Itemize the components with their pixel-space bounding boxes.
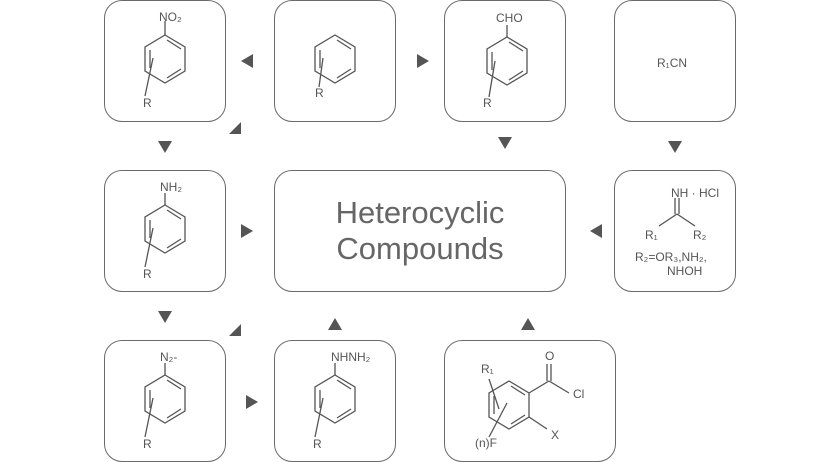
center-title: Heterocyclic Compounds: [275, 195, 565, 266]
diazonium-box: N₂- R: [104, 340, 226, 462]
imidate-note-1: R₂=OR₃,NH₂,: [635, 250, 707, 264]
center-title-line1: Heterocyclic: [335, 195, 505, 230]
arrow-imidate-to-center: [590, 224, 602, 238]
aniline-box: NH₂ R: [104, 170, 226, 292]
r-label: R: [143, 96, 152, 110]
amine-label: NH₂: [160, 180, 182, 194]
r1-label: R₁: [481, 362, 494, 376]
arrow-benzene-to-aldehyde: [417, 54, 429, 68]
r-label: R: [143, 267, 152, 281]
arrow-benzene-to-nitro: [241, 54, 253, 68]
fluoro-label: (n)F: [475, 436, 497, 450]
aldehyde-label: CHO: [496, 11, 523, 25]
imidate-note-2: NHOH: [667, 264, 703, 278]
benzene-ring-icon: [144, 21, 186, 97]
nitro-label: NO₂: [159, 10, 182, 24]
benzene-ring-icon: [144, 363, 186, 438]
benzene-box: R: [274, 0, 396, 122]
r-label: R: [483, 96, 492, 110]
imidate-structure-icon: [658, 198, 696, 227]
arrow-acyl-to-center: [521, 318, 535, 330]
imidate-top-label: NH · HCl: [671, 186, 719, 200]
arrow-benzene-to-aniline-diag: [229, 122, 241, 134]
acyl-chloride-box: R₁ O Cl X (n)F: [444, 340, 616, 462]
chloride-label: Cl: [573, 387, 585, 401]
imidate-box: NH · HCl R₁ R₂ R₂=OR₃,NH₂, NHOH: [614, 170, 736, 292]
arrow-aldehyde-to-center: [498, 137, 512, 149]
arrow-hydrazine-to-aniline-diag: [229, 324, 241, 336]
heterocyclic-center-box: Heterocyclic Compounds: [274, 170, 566, 292]
x-label: X: [551, 428, 560, 442]
center-title-line2: Compounds: [336, 230, 504, 266]
carbonyl-o-label: O: [545, 349, 555, 363]
arrow-aniline-to-diazonium: [158, 311, 172, 323]
benzaldehyde-box: CHO R: [444, 0, 566, 122]
arrow-hydrazine-to-center: [328, 318, 342, 330]
arrow-nitro-to-aniline: [158, 141, 172, 153]
nitrile-formula: R₁CN: [657, 56, 688, 70]
nitrile-box: R₁CN: [614, 0, 736, 122]
benzene-ring-icon: [314, 34, 356, 88]
arrow-diazonium-to-hydrazine: [246, 395, 258, 409]
hydrazine-box: NHNH₂ R: [274, 340, 396, 462]
benzene-ring-icon: [486, 25, 528, 98]
r-label: R: [315, 86, 324, 100]
arrow-nitrile-to-imidate: [668, 141, 682, 153]
r1-label: R₁: [645, 228, 658, 242]
r-label: R: [313, 437, 322, 451]
hydrazine-label: NHNH₂: [331, 350, 371, 364]
r2-label: R₂: [693, 228, 707, 242]
benzene-ring-icon: [314, 363, 356, 438]
acyl-chloride-structure-icon: [488, 364, 570, 438]
r-label: R: [143, 437, 152, 451]
nitrobenzene-box: NO₂ R: [104, 0, 226, 122]
benzene-ring-icon: [144, 193, 186, 268]
diazo-label: N₂-: [160, 350, 178, 364]
arrow-aniline-to-center: [241, 224, 253, 238]
